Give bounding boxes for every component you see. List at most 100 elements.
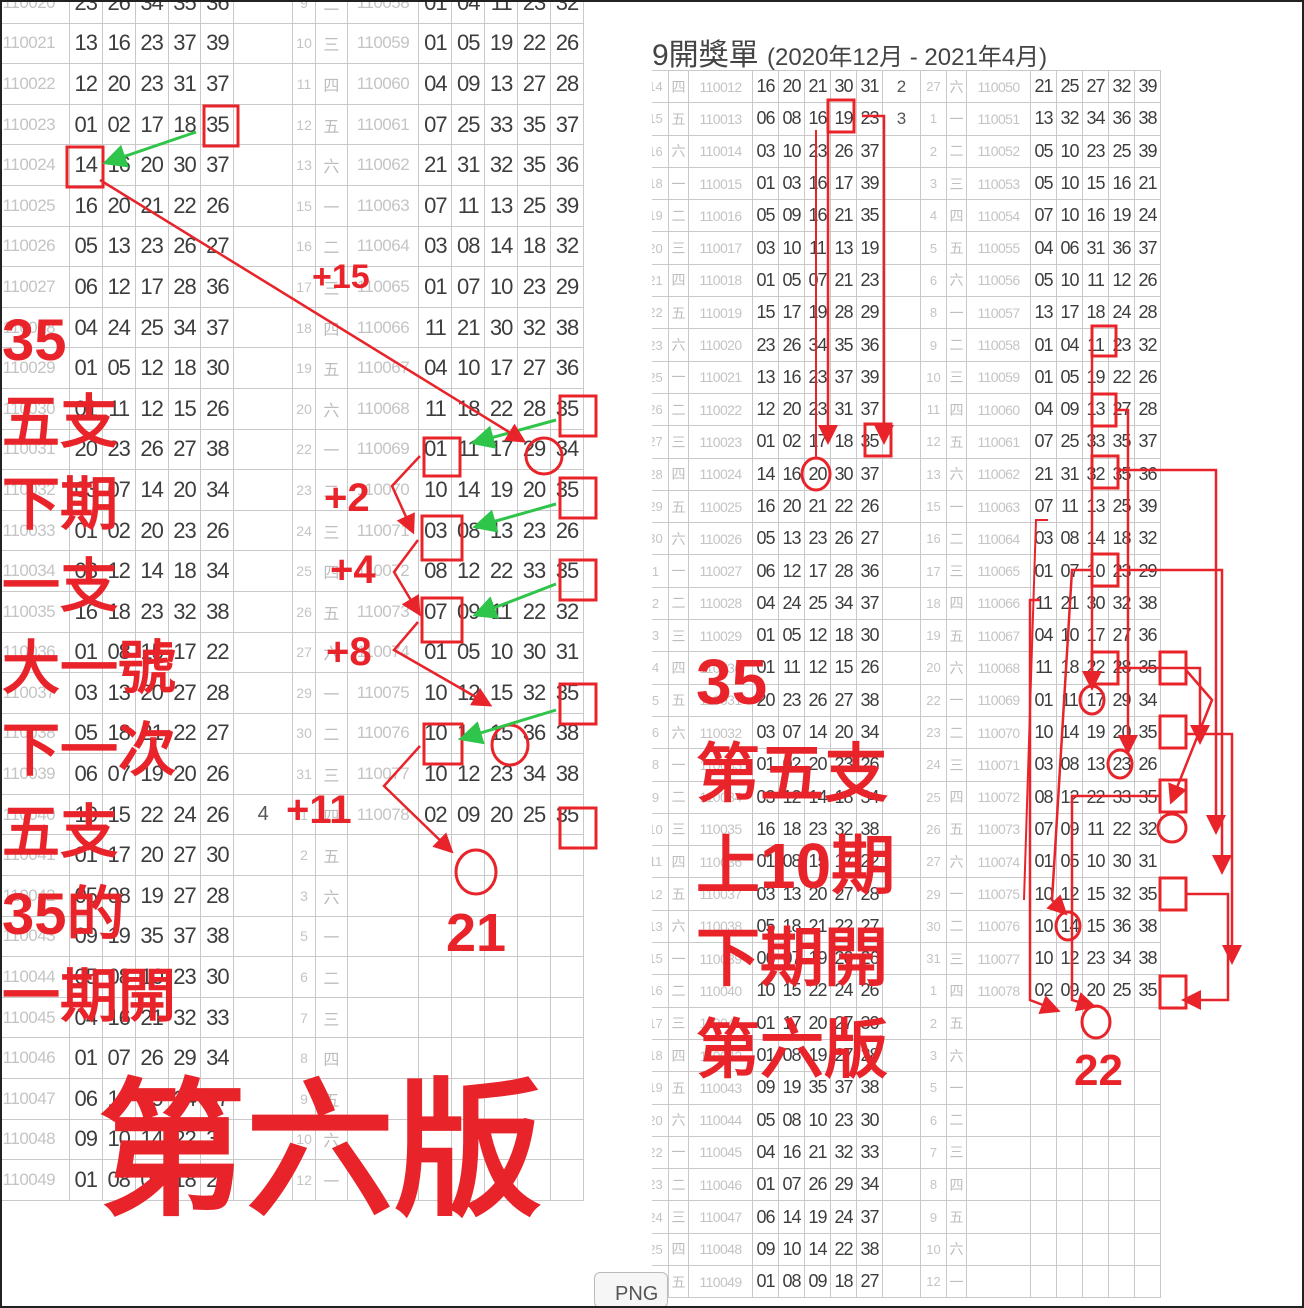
- draw-number: 17: [1082, 619, 1109, 653]
- side-commentary-line: 35的: [2, 882, 125, 947]
- draw-day: 2: [920, 134, 947, 168]
- draw-number: 20: [134, 144, 169, 186]
- draw-weekday: 六: [946, 1232, 967, 1266]
- draw-number: 13: [778, 877, 805, 911]
- draw-day: 31: [291, 753, 317, 795]
- draw-number: [1108, 1232, 1135, 1266]
- draw-number: 38: [550, 712, 584, 755]
- draw-issue-number: 110029: [688, 619, 753, 653]
- draw-number: 36: [550, 347, 584, 389]
- draw-weekday: 五: [946, 619, 967, 653]
- draw-number: 18: [830, 425, 857, 459]
- draw-day: 22: [652, 1135, 669, 1170]
- draw-number: [1134, 1006, 1161, 1040]
- draw-row: 27三110023010217183512五1100610725333537: [652, 425, 1161, 459]
- draw-number: 30: [200, 347, 235, 389]
- draw-number: [1134, 1103, 1161, 1137]
- draw-number: 23: [1082, 134, 1109, 168]
- draw-day: 5: [652, 683, 669, 717]
- draw-weekday: 二: [668, 974, 689, 1008]
- draw-number: 20: [1108, 715, 1135, 750]
- draw-number: 10: [1056, 263, 1083, 298]
- draw-number: 20: [778, 489, 805, 524]
- draw-number: 10: [1056, 199, 1083, 233]
- draw-weekday: 四: [946, 586, 967, 621]
- draw-weekday: 二: [946, 134, 967, 168]
- draw-number: 06: [752, 554, 779, 588]
- draw-number: 16: [752, 69, 779, 104]
- draw-number: 11: [1056, 683, 1083, 717]
- draw-number: 36: [517, 712, 551, 755]
- draw-number: 31: [1056, 457, 1083, 491]
- draw-extra: [882, 942, 921, 976]
- draw-number: 27: [167, 875, 202, 917]
- draw-issue-number: 110076: [966, 909, 1031, 944]
- draw-number: [1030, 1071, 1057, 1105]
- draw-issue-number: 110037: [688, 877, 753, 911]
- draw-number: 18: [1108, 522, 1135, 556]
- draw-issue-number: [966, 1200, 1031, 1234]
- draw-number: 39: [1134, 69, 1161, 104]
- delta-plus-4: +4: [330, 548, 376, 592]
- draw-weekday: 四: [946, 199, 967, 233]
- draw-issue-number: 110041: [688, 1006, 753, 1040]
- draw-number: 32: [1082, 457, 1109, 491]
- draw-issue-number: 110051: [966, 102, 1031, 136]
- draw-number: 22: [167, 184, 202, 227]
- draw-number: 07: [101, 753, 136, 795]
- draw-number: 11: [451, 428, 486, 471]
- draw-extra: [882, 425, 921, 459]
- draw-day: 7: [291, 996, 317, 1039]
- draw-number: [1134, 1200, 1161, 1234]
- draw-issue-number: 110023: [688, 425, 753, 459]
- draw-issue-number: 110025: [0, 184, 70, 227]
- draw-number: 27: [830, 683, 857, 717]
- draw-number: 32: [167, 590, 202, 633]
- draw-number: 23: [804, 392, 831, 427]
- draw-number: 03: [778, 166, 805, 201]
- draw-number: 25: [1108, 489, 1135, 524]
- draw-extra: [233, 225, 293, 268]
- draw-number: 10: [1056, 166, 1083, 201]
- draw-issue-number: 110039: [688, 942, 753, 976]
- draw-number: [1134, 1038, 1161, 1073]
- draw-row: 23二11004601072629348四: [652, 1168, 1161, 1202]
- draw-number: 20: [167, 469, 202, 511]
- draw-weekday: 四: [668, 1232, 689, 1266]
- draw-number: 01: [68, 387, 103, 430]
- draw-issue-number: 110020: [688, 328, 753, 362]
- draw-day: 13: [291, 144, 317, 186]
- draw-number: 15: [484, 712, 519, 755]
- draw-extra: [233, 63, 293, 105]
- draw-issue-number: 110049: [0, 1159, 70, 1201]
- draw-issue-number: 110052: [966, 134, 1031, 168]
- draw-number: 28: [200, 875, 235, 917]
- draw-number: [1030, 1135, 1057, 1170]
- side-commentary-line: 第六版: [696, 1014, 888, 1086]
- draw-day: 1: [920, 974, 947, 1008]
- draw-extra: [882, 522, 921, 556]
- draw-number: 31: [451, 144, 486, 186]
- draw-weekday: 四: [668, 457, 689, 491]
- draw-number: 32: [484, 144, 519, 186]
- draw-number: 25: [1056, 69, 1083, 104]
- draw-weekday: 一: [315, 672, 348, 714]
- draw-day: 12: [291, 103, 317, 146]
- draw-number: 21: [134, 184, 169, 227]
- draw-number: 11: [484, 0, 519, 24]
- draw-number: [484, 996, 519, 1039]
- draw-day: 25: [652, 360, 669, 394]
- annotation-arrow: [1186, 732, 1242, 965]
- draw-issue-number: 110022: [688, 392, 753, 427]
- draw-number: 17: [778, 296, 805, 330]
- draw-extra: [882, 231, 921, 265]
- draw-day: 20: [652, 231, 669, 265]
- draw-day: 9: [920, 328, 947, 362]
- draw-number: [517, 1159, 551, 1201]
- draw-weekday: 三: [668, 619, 689, 653]
- draw-weekday: 六: [668, 909, 689, 944]
- draw-weekday: 四: [946, 392, 967, 427]
- draw-number: [1056, 1168, 1083, 1202]
